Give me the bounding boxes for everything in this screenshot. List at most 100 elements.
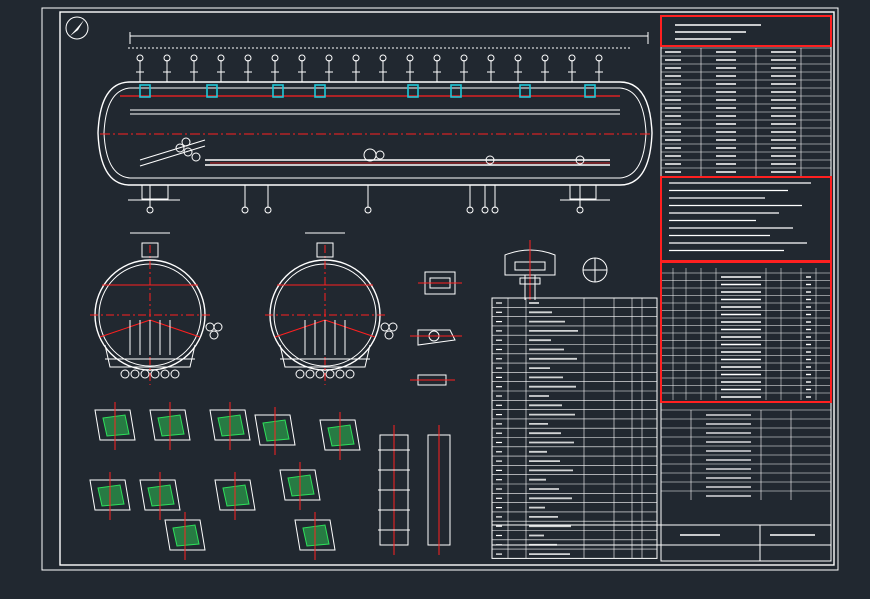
- weld-detail-outline: [149, 409, 191, 441]
- beam-elevation-details: [378, 425, 451, 555]
- bottom-nozzle-flange: [491, 206, 499, 214]
- top-nozzle-flange: [487, 54, 495, 62]
- support-detail: [504, 240, 556, 300]
- top-nozzle-flange: [298, 54, 306, 62]
- top-nozzle-flange: [136, 54, 144, 62]
- bottom-nozzle-flange: [466, 206, 474, 214]
- bottom-nozzle-flange: [576, 206, 584, 214]
- weld-hatch: [147, 484, 175, 507]
- cyan-nozzle-marker: [407, 84, 419, 98]
- section-side-pipe: [209, 330, 219, 340]
- weld-detail-outline: [94, 409, 136, 441]
- weld-hatch: [287, 474, 315, 497]
- section-side-pipe: [213, 322, 223, 332]
- section-wheel: [345, 369, 355, 379]
- section-view-right: [265, 232, 398, 385]
- section-view-left: [90, 232, 223, 385]
- top-nozzle-flange: [352, 54, 360, 62]
- cyan-nozzle-marker: [584, 84, 596, 98]
- section-red-diag: [149, 319, 201, 338]
- top-nozzles: [136, 54, 603, 82]
- cyan-nozzle-markers: [139, 84, 596, 98]
- weld-details: [89, 402, 361, 560]
- bottom-nozzle-flange: [146, 206, 154, 214]
- top-nozzle-flange: [163, 54, 171, 62]
- section-wheel: [140, 369, 150, 379]
- spec-frame: [660, 15, 832, 562]
- section-top-nozzle: [316, 242, 334, 258]
- section-wheel: [150, 369, 160, 379]
- section-red-diag: [274, 319, 326, 338]
- section-side-pipe: [388, 322, 398, 332]
- top-nozzle-flange: [595, 54, 603, 62]
- bottom-nozzles: [146, 185, 584, 214]
- weld-detail-outline: [139, 479, 181, 511]
- weld-detail-outline: [209, 409, 251, 441]
- section-wheel: [305, 369, 315, 379]
- cyan-nozzle-marker: [314, 84, 326, 98]
- weld-detail-outline: [319, 419, 361, 451]
- section-wheel: [295, 369, 305, 379]
- top-nozzle-flange: [217, 54, 225, 62]
- cyan-nozzle-marker: [139, 84, 151, 98]
- inner-sheet-frame: [59, 11, 835, 566]
- top-nozzle-flange: [325, 54, 333, 62]
- weld-hatch: [172, 524, 200, 547]
- section-wheel: [130, 369, 140, 379]
- section-top-nozzle: [141, 242, 159, 258]
- bottom-nozzle-flange: [364, 206, 372, 214]
- red-highlight-boxes: [660, 15, 832, 403]
- section-red-diag: [99, 319, 151, 338]
- section-wheel: [160, 369, 170, 379]
- section-wheel: [120, 369, 130, 379]
- flange-detail-block: [410, 271, 462, 386]
- section-wheel: [335, 369, 345, 379]
- weld-detail-outline: [164, 519, 206, 551]
- section-wheel: [315, 369, 325, 379]
- spec-table: [492, 15, 832, 562]
- top-nozzle-flange: [433, 54, 441, 62]
- section-side-pipe: [205, 322, 215, 332]
- vessel-elevation-view: [97, 32, 653, 201]
- cyan-nozzle-marker: [450, 84, 462, 98]
- section-side-pipe: [380, 322, 390, 332]
- parts-list-table: [491, 297, 658, 559]
- top-nozzle-flange: [460, 54, 468, 62]
- weld-detail-outline: [214, 479, 256, 511]
- cyan-nozzle-marker: [272, 84, 284, 98]
- weld-hatch: [217, 414, 245, 437]
- top-nozzle-flange: [271, 54, 279, 62]
- weld-detail-outline: [89, 479, 131, 511]
- top-nozzle-flange: [406, 54, 414, 62]
- section-saddle: [279, 344, 371, 368]
- bottom-nozzle-flange: [481, 206, 489, 214]
- weld-detail-outline: [254, 414, 296, 446]
- top-nozzle-flange: [190, 54, 198, 62]
- bottom-nozzle-flange: [241, 206, 249, 214]
- outer-sheet-frame: [41, 7, 839, 571]
- weld-detail-outline: [294, 519, 336, 551]
- weld-hatch: [157, 414, 185, 437]
- cyan-nozzle-marker: [206, 84, 218, 98]
- weld-hatch: [302, 524, 330, 547]
- section-wheel: [170, 369, 180, 379]
- weld-hatch: [102, 414, 130, 437]
- section-side-pipe: [384, 330, 394, 340]
- north-arrow-icon: [65, 16, 89, 40]
- weld-hatch: [222, 484, 250, 507]
- weld-detail-outline: [279, 469, 321, 501]
- weld-hatch: [97, 484, 125, 507]
- top-nozzle-flange: [514, 54, 522, 62]
- section-saddle: [104, 344, 196, 368]
- inner-pipe-cluster: [139, 137, 585, 167]
- section-wheel: [325, 369, 335, 379]
- cross-circle-icon: [582, 257, 608, 283]
- top-nozzle-flange: [541, 54, 549, 62]
- cyan-nozzle-marker: [519, 84, 531, 98]
- top-nozzle-flange: [244, 54, 252, 62]
- section-red-diag: [324, 319, 376, 338]
- bottom-nozzle-flange: [264, 206, 272, 214]
- weld-hatch: [327, 424, 355, 447]
